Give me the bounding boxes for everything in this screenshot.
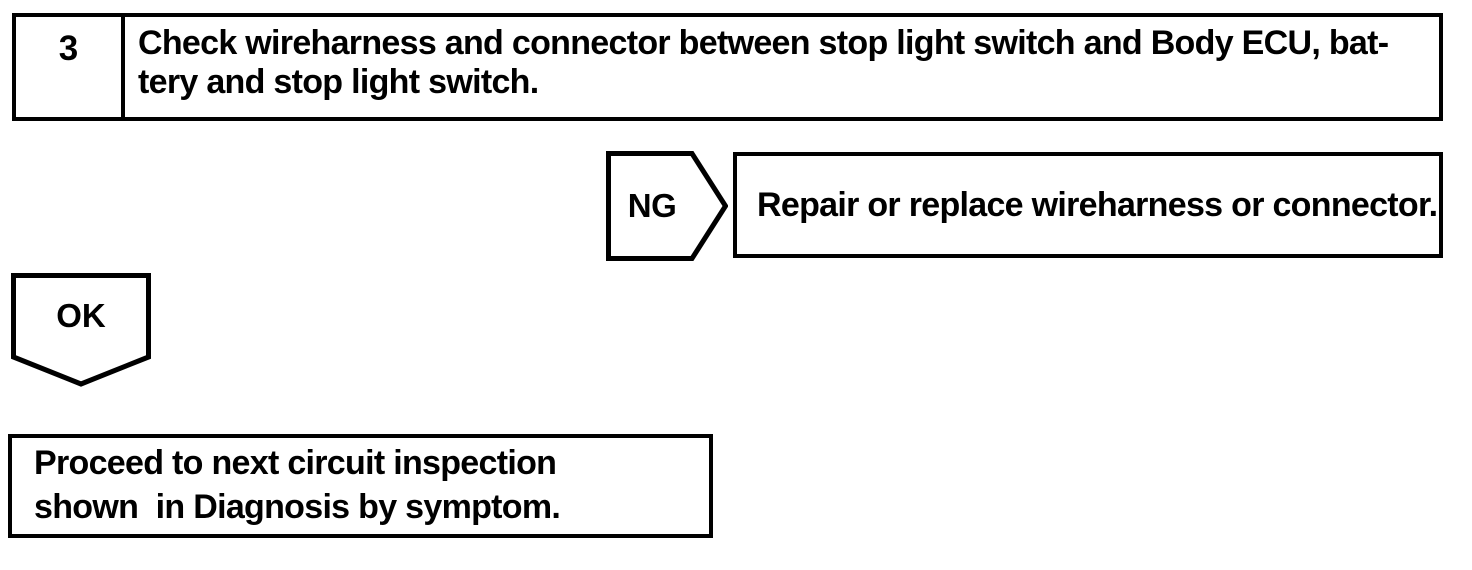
ng-label: NG — [627, 187, 677, 224]
ng-action-text: Repair or replace wireharness or connect… — [757, 185, 1438, 224]
step-instruction-line-2: tery and stop light switch. — [138, 63, 539, 101]
step-number: 3 — [58, 29, 79, 68]
step-instruction: Check wireharness and connector between … — [125, 17, 1439, 117]
step-box: 3 Check wireharness and connector betwee… — [12, 13, 1443, 121]
step-number-cell: 3 — [16, 17, 125, 117]
step-instruction-line-1: Check wireharness and connector between … — [138, 24, 1389, 62]
ng-arrow-pentagon — [606, 151, 728, 261]
ok-action-box: Proceed to next circuit inspection shown… — [8, 434, 713, 538]
ok-action-line-1: Proceed to next circuit inspection — [34, 444, 557, 482]
ok-arrow-pentagon — [11, 273, 151, 387]
ok-action-line-2: shown in Diagnosis by symptom. — [34, 488, 561, 526]
ng-action-box: Repair or replace wireharness or connect… — [733, 152, 1443, 258]
ok-label: OK — [56, 297, 106, 334]
